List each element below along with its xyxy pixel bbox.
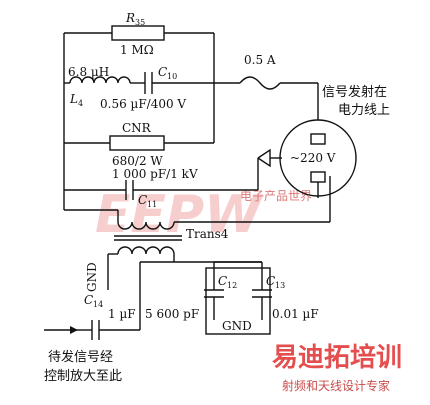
c14-name: C <box>84 293 93 307</box>
outlet-voltage: ~220 V <box>290 151 336 165</box>
c11-value: 1 000 pF/1 kV <box>112 167 198 181</box>
c13-value: 0.01 µF <box>272 307 319 321</box>
outlet-slot-top <box>310 133 326 145</box>
c13-sub: 13 <box>275 281 285 290</box>
input-line1: 待发信号经 <box>48 349 113 365</box>
eepw-watermark-text: EEPW <box>95 185 264 245</box>
c11-name: C <box>138 193 147 207</box>
c12-sub: 12 <box>227 281 237 290</box>
c14-value: 1 µF <box>108 307 136 321</box>
r35-value: 1 MΩ <box>120 43 154 57</box>
input-arrow-head <box>70 326 78 334</box>
l4-name: L <box>69 92 78 106</box>
brand-watermark-text: 易迪拓培训 <box>272 343 402 373</box>
c10-value: 0.56 µF/400 V <box>100 97 186 111</box>
gnd-left-label: GND <box>85 262 99 292</box>
r35-sub: 35 <box>135 18 145 27</box>
varistor-cnr <box>109 135 165 151</box>
signal-line1: 信号发射在 <box>322 84 387 100</box>
trans-secondary-coil <box>117 246 175 255</box>
trans-name: Trans4 <box>186 227 229 241</box>
fuse-symbol <box>239 76 281 90</box>
signal-line2: 电力线上 <box>338 103 390 118</box>
inductor-l4 <box>69 76 131 84</box>
c10-sub: 10 <box>167 72 177 81</box>
outlet-slot-bottom <box>310 171 326 183</box>
resistor-r35 <box>111 25 165 41</box>
l4-sub: 4 <box>78 99 83 108</box>
trans-primary-coil <box>117 221 175 230</box>
c10-name: C <box>158 65 167 79</box>
l4-inductance: 6.8 µH <box>68 65 109 79</box>
brand-watermark-sub: 射频和天线设计专家 <box>282 378 390 393</box>
c11-sub: 11 <box>147 200 157 209</box>
eepw-side-text: 电子产品世界 <box>240 189 312 203</box>
c12-c13-enclosure <box>205 267 271 335</box>
c12-value: 5 600 pF <box>145 307 199 321</box>
c12-name: C <box>218 274 227 288</box>
brand-watermark: 易迪拓培训 射频和天线设计专家 <box>272 343 402 393</box>
gnd-bottom-label: GND <box>222 319 252 333</box>
r35-name: R <box>125 11 135 25</box>
outlet-ground-symbol <box>257 148 271 168</box>
input-line2: 控制放大至此 <box>44 369 122 384</box>
fuse-value: 0.5 A <box>244 53 276 67</box>
cnr-name: CNR <box>122 121 152 135</box>
c14-sub: 14 <box>93 300 103 309</box>
c13-name: C <box>266 274 275 288</box>
eepw-watermark: EEPW <box>95 185 264 245</box>
cnr-value: 680/2 W <box>112 154 163 168</box>
